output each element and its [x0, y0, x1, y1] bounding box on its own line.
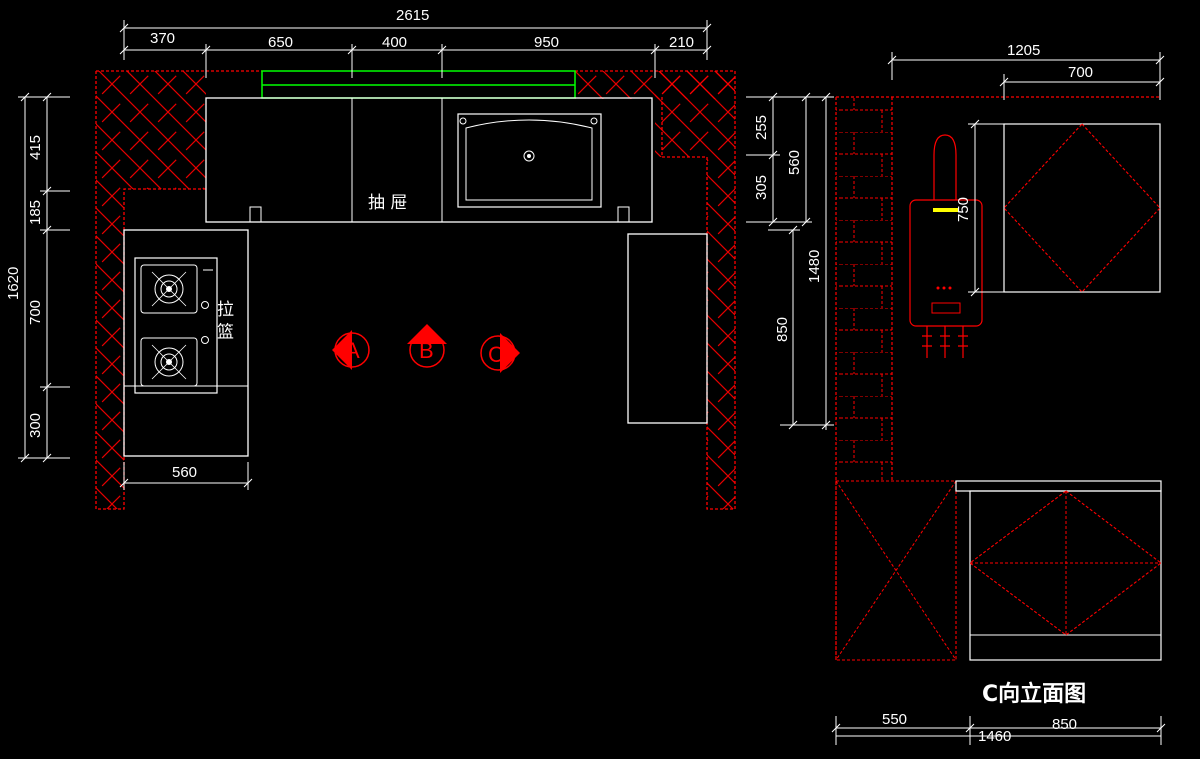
- left-cabinet-run: 拉 篮: [123, 229, 249, 457]
- right-cabinet: [627, 233, 708, 424]
- elev-dim-overall: 1460: [978, 728, 1011, 745]
- elev-dim-cabinet-width: 700: [1068, 64, 1093, 81]
- wall-hatch: [95, 70, 736, 510]
- dim-left-seg2: 185: [27, 200, 44, 225]
- elevation-wall: [836, 97, 892, 481]
- view-marker-a: A: [332, 330, 370, 370]
- dim-right-seg2: 305: [753, 175, 770, 200]
- elev-dim-bottom-right: 850: [1052, 716, 1077, 733]
- elev-dim-overall-width: 1205: [1007, 42, 1040, 59]
- gas-hob: [134, 257, 218, 394]
- heater-band: [933, 208, 958, 212]
- dim-cabinet-depth: 560: [172, 464, 197, 481]
- dim-top-seg4: 950: [534, 34, 559, 51]
- dimensions-top: [119, 20, 712, 78]
- dim-left-seg4: 300: [27, 413, 44, 438]
- view-marker-b: B: [407, 324, 447, 368]
- dim-left-seg1: 415: [27, 135, 44, 160]
- dim-right-seg3: 850: [774, 317, 791, 342]
- wall-cabinet: [1003, 123, 1161, 293]
- basket-label: 拉 篮: [213, 300, 234, 339]
- marker-label-b: B: [419, 338, 434, 363]
- dim-overall-width: 2615: [396, 7, 429, 24]
- dim-overall-depth: 1620: [5, 267, 22, 300]
- base-cabinets: [835, 480, 1162, 661]
- plan-view: 抽 屉: [5, 7, 834, 510]
- marker-label-c: C: [488, 342, 504, 367]
- dim-right-seg1: 255: [753, 115, 770, 140]
- top-cabinet-run: 抽 屉: [205, 97, 653, 223]
- elevation-dimensions: [831, 52, 1166, 745]
- view-marker-c: C: [480, 333, 520, 373]
- window: [261, 70, 576, 99]
- elev-dim-cabinet-height: 750: [955, 197, 972, 222]
- elevation-title: C向立面图: [982, 681, 1086, 707]
- dim-left-seg3: 700: [27, 300, 44, 325]
- drawer-label: 抽 屉: [368, 193, 407, 213]
- dimension-bottom-left: [119, 462, 253, 490]
- water-heater: [909, 134, 983, 358]
- dimensions-left: [18, 92, 70, 463]
- marker-label-a: A: [345, 338, 360, 363]
- dim-top-seg1: 370: [150, 30, 175, 47]
- sink: [457, 113, 602, 208]
- elev-dim-bottom-left: 550: [882, 711, 907, 728]
- dimensions-right: [746, 92, 834, 430]
- dim-top-seg2: 650: [268, 34, 293, 51]
- elevation-view: 1205 700 750 550 850 1460 C向立面图: [831, 42, 1166, 745]
- dim-right-overall: 1480: [806, 250, 823, 283]
- dim-top-seg5: 210: [669, 34, 694, 51]
- dim-right-combined: 560: [786, 150, 803, 175]
- dim-top-seg3: 400: [382, 34, 407, 51]
